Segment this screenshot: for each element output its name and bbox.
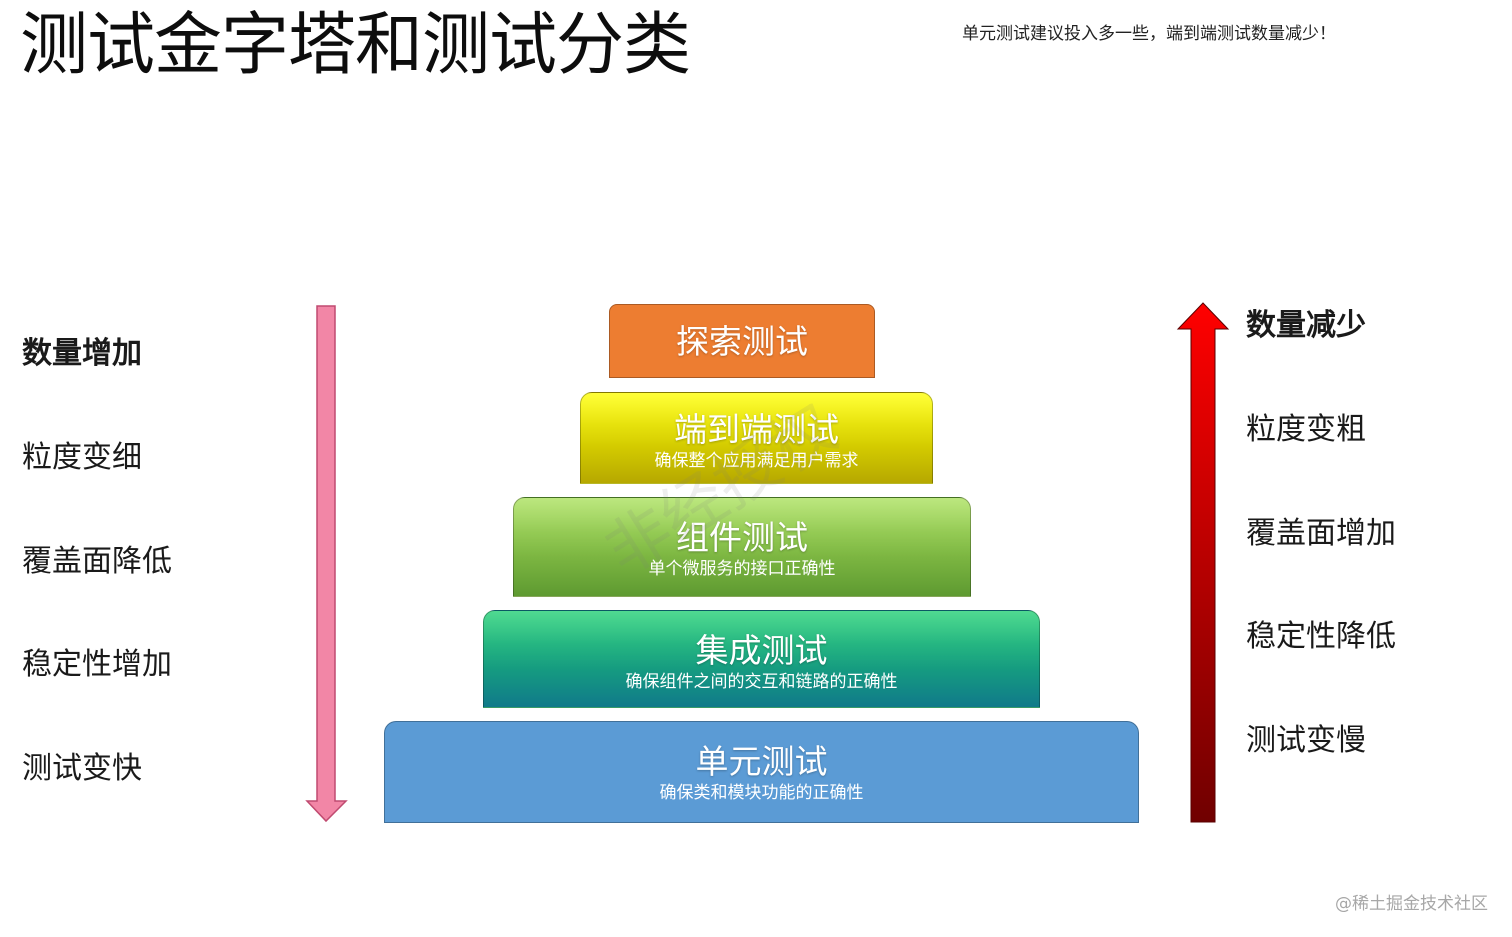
source-credit: @稀土掘金技术社区	[1335, 894, 1488, 914]
tier-title-unit: 单元测试	[695, 742, 828, 781]
tier-title-component: 组件测试	[676, 518, 808, 557]
right-label-coverage: 覆盖面增加	[1246, 516, 1396, 551]
tier-desc-unit: 确保类和模块功能的正确性	[659, 783, 864, 803]
tier-desc-component: 单个微服务的接口正确性	[648, 559, 836, 579]
right-label-granularity: 粒度变粗	[1246, 412, 1366, 447]
left-label-granularity: 粒度变细	[22, 440, 142, 475]
tier-title-integration: 集成测试	[695, 631, 828, 670]
left-down-arrow	[305, 305, 348, 823]
right-label-stability: 稳定性降低	[1246, 619, 1396, 654]
page-title: 测试金字塔和测试分类	[20, 6, 691, 85]
left-label-coverage: 覆盖面降低	[22, 544, 172, 579]
left-label-stability: 稳定性增加	[22, 647, 172, 682]
tier-title-e2e: 端到端测试	[674, 410, 839, 449]
left-label-quantity: 数量增加	[22, 336, 142, 371]
pyramid-tier-unit: 单元测试 确保类和模块功能的正确性	[384, 721, 1139, 823]
header-note: 单元测试建议投入多一些，端到端测试数量减少！	[962, 24, 1336, 44]
pyramid-tier-integration: 集成测试 确保组件之间的交互和链路的正确性	[483, 610, 1040, 708]
tier-desc-integration: 确保组件之间的交互和链路的正确性	[625, 672, 898, 692]
left-label-speed: 测试变快	[22, 751, 142, 786]
pyramid-tier-component: 组件测试 单个微服务的接口正确性	[513, 497, 971, 597]
right-label-speed: 测试变慢	[1246, 723, 1366, 758]
pyramid-tier-exploratory: 探索测试	[609, 304, 875, 378]
tier-desc-e2e: 确保整个应用满足用户需求	[654, 451, 859, 471]
pyramid-tier-e2e: 端到端测试 确保整个应用满足用户需求	[580, 392, 933, 484]
right-label-quantity: 数量减少	[1246, 308, 1366, 343]
right-up-arrow	[1176, 302, 1230, 823]
tier-title-exploratory: 探索测试	[676, 322, 808, 361]
